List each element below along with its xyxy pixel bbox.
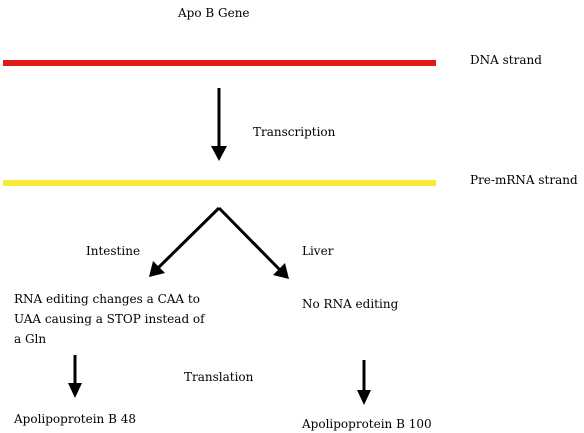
liver-editing-label: No RNA editing xyxy=(302,297,399,311)
diagram-title: Apo B Gene xyxy=(178,6,250,20)
intestine-editing-line-3: a Gln xyxy=(14,332,47,346)
intestine-translation-arrow-head xyxy=(68,383,82,398)
intestine-branch-arrow xyxy=(156,206,221,270)
intestine-label: Intestine xyxy=(86,244,141,258)
liver-translation-arrow-head xyxy=(357,390,371,405)
dna-strand-bar xyxy=(3,60,436,66)
dna-strand-label: DNA strand xyxy=(470,53,542,67)
intestine-editing-line-2: UAA causing a STOP instead of xyxy=(14,312,205,326)
pre-mrna-strand-bar xyxy=(3,180,436,186)
pre-mrna-strand-label: Pre-mRNA strand xyxy=(470,173,578,187)
liver-branch-arrow-head xyxy=(273,263,289,279)
liver-branch-arrow xyxy=(217,206,282,272)
translation-label: Translation xyxy=(184,370,254,384)
intestine-product-label: Apolipoprotein B 48 xyxy=(14,412,137,426)
intestine-branch-arrow-head xyxy=(149,261,165,277)
intestine-editing-line-1: RNA editing changes a CAA to xyxy=(14,292,200,306)
transcription-label: Transcription xyxy=(253,125,336,139)
liver-product-label: Apolipoprotein B 100 xyxy=(302,417,432,431)
transcription-arrow-head xyxy=(211,146,227,161)
liver-label: Liver xyxy=(302,244,334,258)
